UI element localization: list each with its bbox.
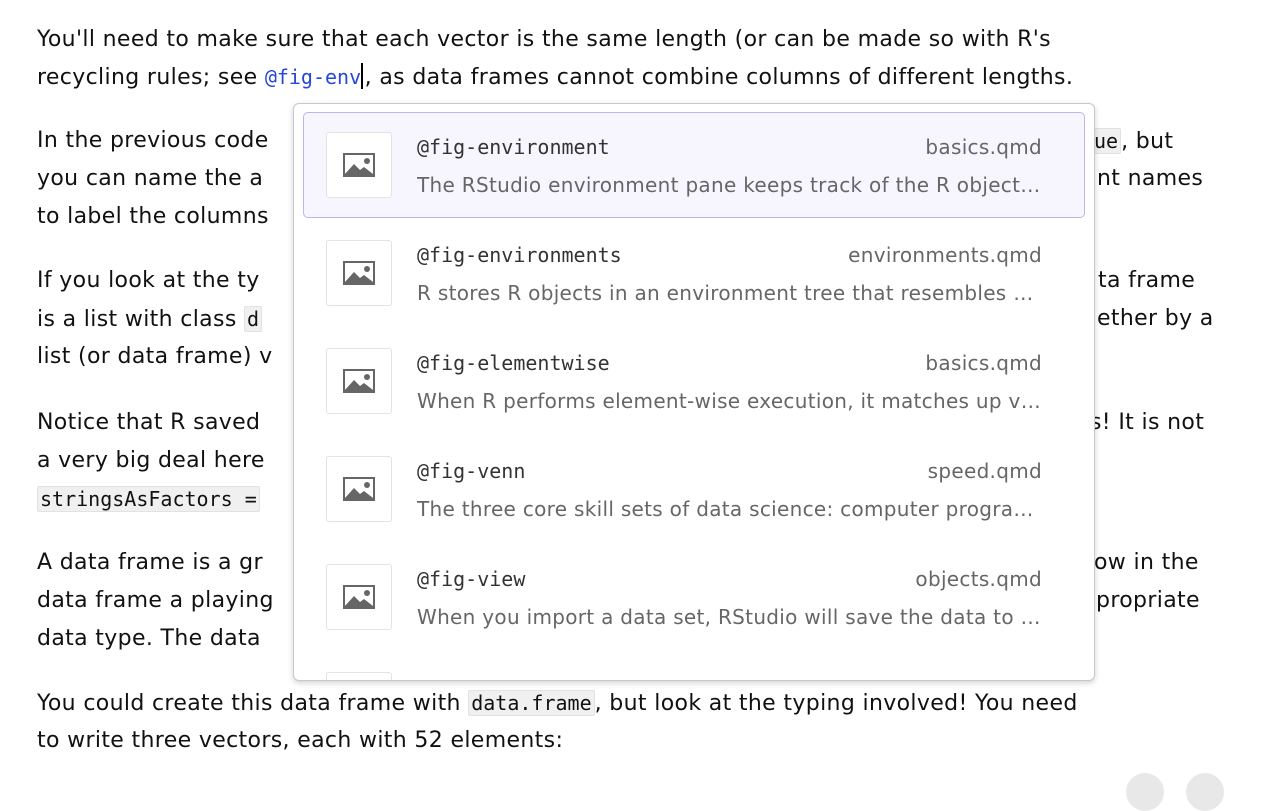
image-icon	[326, 240, 392, 306]
floating-button[interactable]	[1126, 773, 1164, 811]
text-line: to label the columns	[37, 204, 269, 229]
inline-code: d	[243, 306, 263, 332]
text-line: s! It is not	[1090, 410, 1205, 435]
item-label: @fig-elementwise	[417, 351, 610, 375]
text-line: If you look at the ty	[37, 268, 260, 293]
text-line: A data frame is a gr	[37, 550, 263, 575]
text-line: In the previous code	[37, 128, 269, 153]
item-label: @fig-environment	[417, 135, 610, 159]
text: You could create this data frame with	[37, 691, 469, 716]
cross-reference-link[interactable]: @fig-env	[264, 65, 362, 89]
text-line: nt names	[1097, 166, 1204, 191]
text-line: ue, but	[1091, 126, 1173, 157]
item-file: basics.qmd	[925, 135, 1042, 159]
item-description: When you import a data set, RStudio will…	[417, 605, 1045, 629]
image-icon	[326, 456, 392, 522]
text-line: a very big deal here	[37, 448, 265, 473]
text-line: is a list with class d	[37, 304, 263, 335]
item-label: @fig-environments	[417, 243, 622, 267]
text-line: data type. The data	[37, 626, 261, 651]
item-description: The three core skill sets of data scienc…	[417, 497, 1045, 521]
item-file: objects.qmd	[915, 567, 1042, 591]
text: , but	[1121, 129, 1174, 154]
image-icon	[326, 564, 392, 630]
item-file: environments.qmd	[848, 243, 1042, 267]
image-icon	[326, 672, 392, 680]
text: , but look at the typing involved! You n…	[594, 691, 1078, 716]
image-icon	[326, 132, 392, 198]
text-line: Notice that R saved	[37, 410, 261, 435]
floating-button[interactable]	[1186, 773, 1224, 811]
inline-code: ue	[1091, 128, 1122, 154]
text-line: data frame a playing	[37, 588, 274, 613]
text-line: recycling rules; see @fig-env, as data f…	[37, 62, 1073, 93]
text-line: list (or data frame) v	[37, 344, 273, 369]
text-cursor	[361, 63, 363, 89]
text-line: ether by a	[1097, 306, 1214, 331]
autocomplete-item[interactable]: @fig-environments environments.qmd R store…	[303, 220, 1085, 326]
text-line: ta frame	[1098, 268, 1196, 293]
text-line: stringsAsFactors =	[37, 484, 260, 515]
text-line: propriate	[1096, 588, 1200, 613]
text: , as data frames cannot combine columns …	[364, 65, 1074, 90]
text-line: You could create this data frame with da…	[37, 688, 1078, 719]
item-label: @fig-venn	[417, 459, 526, 483]
inline-code: data.frame	[468, 690, 595, 716]
image-icon	[326, 348, 392, 414]
text-line: to write three vectors, each with 52 ele…	[37, 728, 564, 753]
item-description: R stores R objects in an environment tre…	[417, 281, 1045, 305]
text-line: you can name the a	[37, 166, 264, 191]
text-line: You'll need to make sure that each vecto…	[37, 25, 1051, 55]
item-file: speed.qmd	[927, 459, 1042, 483]
item-label: @fig-view	[417, 567, 526, 591]
text-line: ow in the	[1094, 550, 1199, 575]
item-description: When R performs element-wise execution, …	[417, 389, 1045, 413]
text: recycling rules; see	[37, 65, 265, 90]
autocomplete-item-partial[interactable]	[303, 652, 1085, 680]
text: is a list with class	[37, 307, 244, 332]
item-file: basics.qmd	[925, 351, 1042, 375]
text: You'll need to make sure that each vecto…	[37, 27, 1051, 52]
item-description: The RStudio environment pane keeps track…	[417, 173, 1045, 197]
inline-code: stringsAsFactors =	[37, 486, 260, 512]
